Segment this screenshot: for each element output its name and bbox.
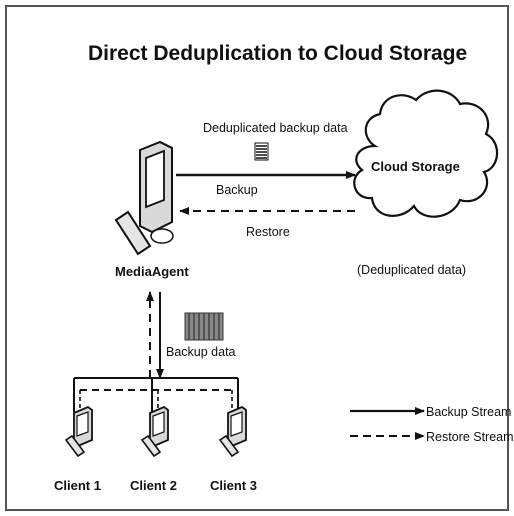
legend: Backup Stream Restore Stream	[350, 405, 514, 444]
client-computer-icon	[140, 405, 169, 458]
backup-data-label: Backup data	[166, 345, 236, 359]
client-2-node: Client 2	[130, 405, 177, 493]
diagram-title: Direct Deduplication to Cloud Storage	[88, 42, 467, 65]
cloud-storage-node: Cloud Storage (Deduplicated data)	[353, 89, 499, 277]
mediaagent-node: MediaAgent	[114, 140, 189, 279]
diagram-border	[5, 5, 509, 511]
cloud-icon	[353, 89, 499, 218]
client-2-label: Client 2	[130, 478, 177, 493]
legend-backup-label: Backup Stream	[426, 405, 511, 419]
client-1-label: Client 1	[54, 478, 101, 493]
legend-restore-label: Restore Stream	[426, 430, 514, 444]
mediaagent-label: MediaAgent	[115, 264, 189, 279]
client-computer-icon	[218, 405, 247, 458]
client-3-node: Client 3	[210, 405, 257, 493]
backup-data-block-icon	[184, 312, 224, 341]
client-computer-icon	[64, 405, 93, 458]
backup-label: Backup	[216, 183, 258, 197]
dedup-data-block-icon	[254, 142, 269, 161]
dedup-data-label: Deduplicated backup data	[203, 121, 348, 135]
cloud-label: Cloud Storage	[371, 159, 460, 174]
restore-label: Restore	[246, 225, 290, 239]
computer-icon	[114, 140, 174, 256]
client-1-node: Client 1	[54, 405, 101, 493]
cloud-caption: (Deduplicated data)	[357, 263, 466, 277]
client-3-label: Client 3	[210, 478, 257, 493]
